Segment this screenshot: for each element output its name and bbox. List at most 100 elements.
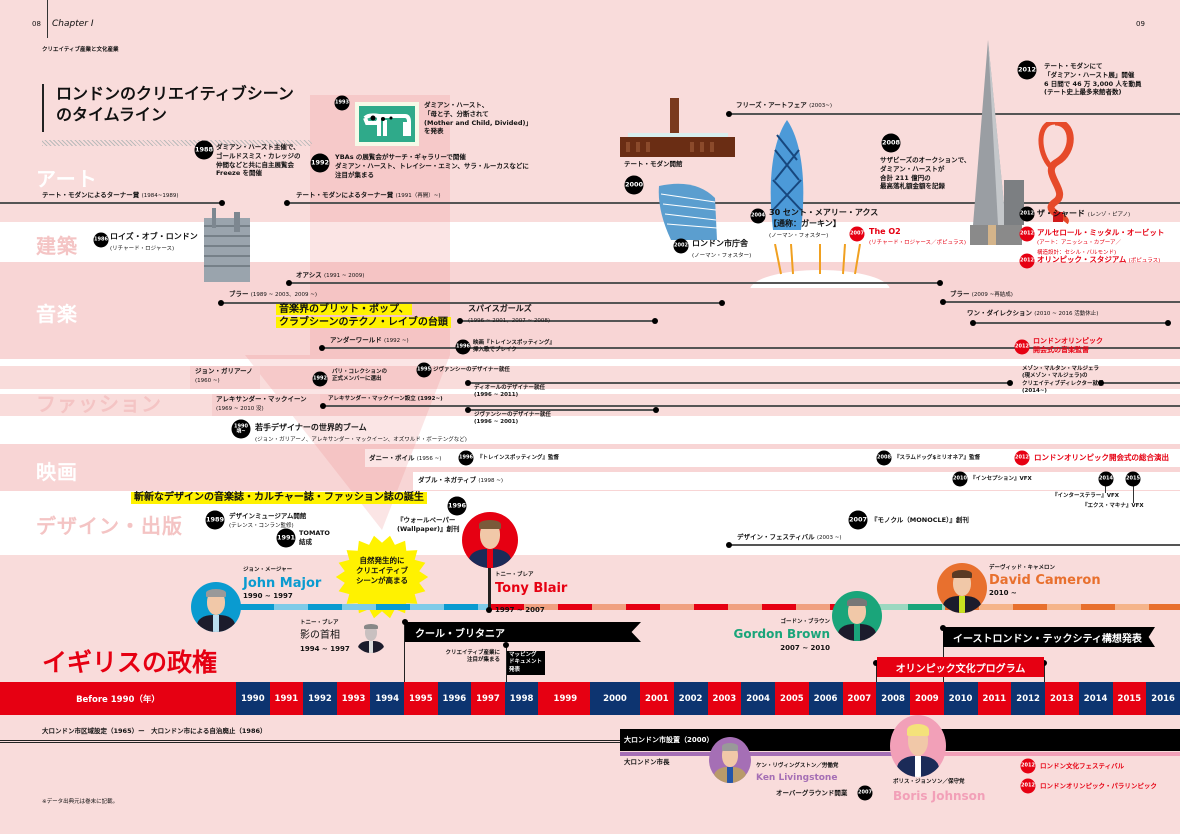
blair-period: 1997 ~ 2007 [495,606,545,614]
creative-industries-note: クリエイティブ産業に 注目が集まる [445,650,500,664]
year-badge: 1996 [447,496,467,516]
music-highlight-box: 音楽界のブリット・ポップ、 クラブシーンのテクノ・レイブの台頭 [276,303,451,329]
shard-building-icon [970,40,1024,245]
major-jp: ジョン・メージャー [243,567,293,573]
party-segment [490,604,524,610]
ex-machina-vfx: 『エクス・マキナ』VFX [1082,503,1144,509]
turner-line-2 [287,202,1180,204]
dot [937,280,943,286]
year-1997: 1997 [471,682,505,715]
label: 若手デザイナーの世界的ブーム [255,423,367,432]
label: ロンドン市庁舎 [692,239,748,248]
period: (1991（再開）~) [395,193,441,199]
year-badge: 2012 [1019,226,1035,242]
brown-jp: ゴードン・ブラウン [780,619,830,625]
period: (1956 ~) [416,456,442,462]
glc-history: 大ロンドン市区域設定（1965）ー 大ロンドン市による自治廃止（1986） [42,727,267,735]
london-city-hall: ロンドン市庁舎 (ノーマン・フォスター) [692,239,751,261]
party-segment [410,604,444,610]
year-badge: 1988 [194,140,214,160]
year-badge: 2004 [750,208,766,224]
blair-shadow-portrait [354,619,388,653]
tech-city-banner: イーストロンドン・テックシティ構想発表 [943,627,1155,647]
london-olympics-paralympics: ロンドンオリンピック・パラリンピック [1040,782,1157,790]
mayor-label: 大ロンドン市長 [624,758,670,766]
page-number-left: 08 [32,20,41,28]
party-segment [592,604,626,610]
party-segment [1115,604,1149,610]
film-row [365,449,1180,467]
dot [319,345,325,351]
category-design: デザイン・出版 [36,514,183,538]
page-title: ロンドンのクリエイティブシーン のタイムライン [56,84,294,124]
boris-jp: ボリス・ジョンソン／保守党 [893,779,965,785]
architect: (ノーマン・フォスター) [692,252,752,259]
title-hatch [42,140,312,146]
olympic-music-director: ロンドンオリンピック 開会式の音楽監督 [1033,337,1103,355]
boris-johnson-portrait [890,715,946,777]
david-cameron-portrait [937,563,987,613]
year-2004: 2004 [741,682,775,715]
architect: (ポピュラス) [1128,258,1161,264]
olympic-culture-banner: オリンピック文化プログラム [877,657,1044,677]
category-film: 映画 [36,460,78,484]
cameron-period: 2010 ~ [989,589,1017,597]
party-segment [524,604,558,610]
city-hall-building-icon [658,183,718,240]
period: (2010 ~ 2016 活動休止) [1034,311,1099,317]
dot [457,318,463,324]
year-2016: 2016 [1146,682,1180,715]
label: ブラー [950,290,970,298]
period: (2009 ~再結成) [971,292,1013,298]
period: (2003 ~) [816,535,842,541]
party-segment [444,604,478,610]
label: デザインミュージアム開館 [229,512,307,520]
label: フリーズ・アートフェア [736,101,807,109]
period: (1996 ~ 2001、2007 ~ 2008) [468,317,550,324]
dot [503,642,509,648]
ken-name: Ken Livingstone [756,773,838,783]
ken-jp: ケン・リヴィングストン／労働党 [756,763,839,769]
blur-reunion-line [943,301,1180,303]
cameron-jp: デーヴィッド・キャメロン [989,565,1056,571]
dot [652,318,658,324]
year-1994: 1994 [370,682,404,715]
politics-title: イギリスの政権 [42,648,218,677]
danny-boyle: ダニー・ボイル (1956 ~) [369,454,441,463]
event-freeze: ダミアン・ハースト主催で、 ゴールドスミス・カレッジの 仲間などと共に自主展覧会… [216,143,301,178]
architect: (リチャード・ロジャース) [110,245,175,252]
shadow-period: 1994 ~ 1997 [300,645,350,653]
year-2005: 2005 [775,682,809,715]
burst-star [335,535,429,619]
mcqueen-box [212,394,320,416]
party-segment [874,604,908,610]
year-1990: 1990 [236,682,270,715]
oasis: オアシス (1991 ~ 2009) [296,271,364,280]
year-1991: 1991 [269,682,304,715]
party-segment [796,604,830,610]
blur: ブラー (1989 ~ 2003、2009 ~) [229,290,317,299]
year-badge: 2008 [881,133,901,153]
architect: (アート：アニッシュ・カプーア／ 構造設計：セシル・バルモンド) [1037,240,1121,256]
chapter-label: Chapter I [52,19,94,29]
gherkin: 30 セント・メアリー・アクス 【通称：ガーキン】(ノーマン・フォスター) [769,208,878,240]
label: アレキサンダー・マックイーン [216,395,307,403]
architect: (リチャード・ロジャース／ポピュラス) [869,239,967,246]
year-badge: 2002 [673,238,689,254]
event-sothebys: サザビーズのオークションで、 ダミアン・ハーストが 合計 211 億円の 最高落… [880,156,971,191]
category-architecture: 建築 [36,234,78,258]
john-major-portrait [191,582,241,632]
year-badge: 1989 [205,510,225,530]
dot [653,407,659,413]
year-badge: 2007 [857,785,873,801]
detail: (テレンス・コンラン監修) [229,522,294,529]
period: (1998 ~) [478,478,504,484]
dot [726,542,732,548]
slumdog-director: 『スラムドッグ$ミリオネア』監督 [894,455,981,461]
year-badge: 2007 [849,226,865,242]
dior-line [468,382,1010,384]
blair-jp: トニー・ブレア [495,572,534,578]
year-2008: 2008 [876,682,910,715]
design-highlight: 斬新なデザインの音楽誌・カルチャー誌・ファッション誌の誕生 [131,492,427,504]
inception-vfx: 『インセプション』VFX [970,476,1032,482]
